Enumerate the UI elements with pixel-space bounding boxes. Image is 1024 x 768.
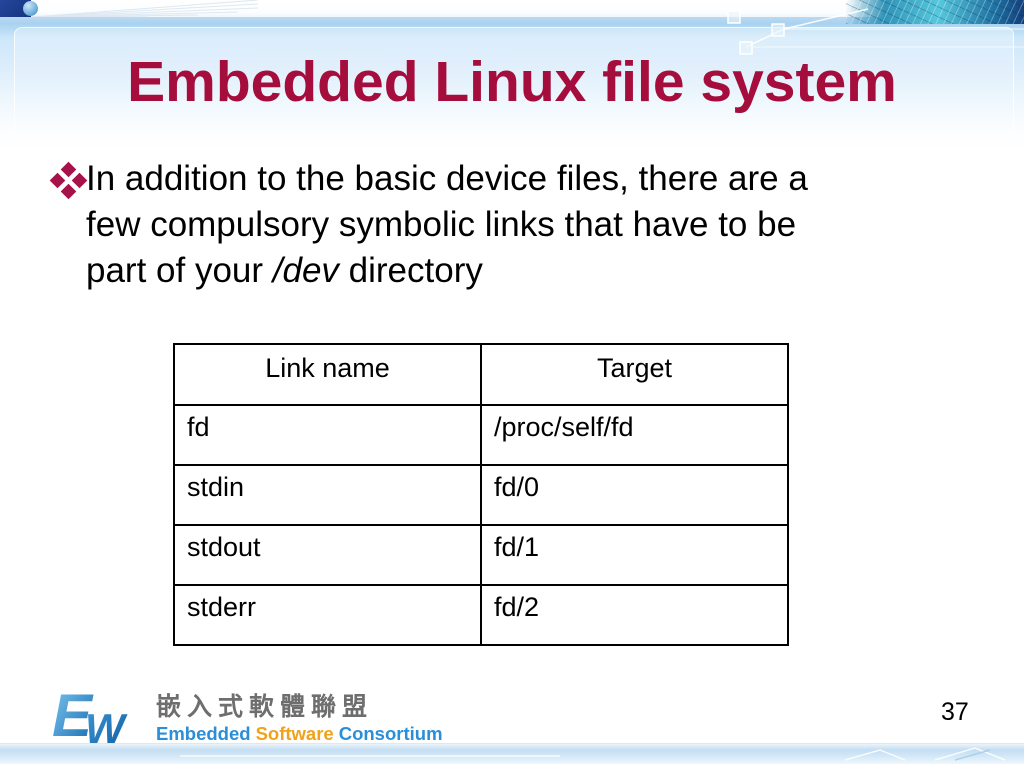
esc-logo-icon: E W	[52, 686, 128, 750]
bullet-text: In addition to the basic device files, t…	[86, 156, 808, 294]
bullet-item: In addition to the basic device files, t…	[49, 156, 808, 294]
circuit-photo-decoration	[846, 0, 1024, 24]
circuit-trace-icon	[727, 8, 1024, 55]
table-cell: stderr	[173, 584, 482, 646]
table-header-row: Link name Target	[173, 343, 789, 406]
table-cell: stdout	[173, 524, 482, 586]
dev-path-italic: /dev	[272, 251, 339, 290]
page-title: Embedded Linux file system	[127, 50, 897, 114]
table-cell: fd	[173, 404, 482, 466]
table-cell: fd/0	[480, 464, 789, 526]
diamond-bullet-icon	[49, 161, 88, 200]
bullet-line: part of your /dev directory	[86, 251, 483, 290]
table-row: fd/proc/self/fd	[173, 404, 789, 466]
table-cell: stdin	[173, 464, 482, 526]
bottom-band-lines-icon	[180, 747, 1006, 761]
slide-header: Embedded Linux file system	[0, 0, 1024, 150]
table-cell: /proc/self/fd	[480, 404, 789, 466]
svg-text:E: E	[52, 686, 94, 749]
column-header-target: Target	[480, 343, 789, 406]
page-number: 37	[941, 698, 969, 726]
fan-rays-icon	[31, 0, 258, 18]
bullet-line: few compulsory symbolic links that have …	[86, 205, 797, 244]
column-header-link-name: Link name	[173, 343, 482, 406]
table-cell: fd/2	[480, 584, 789, 646]
bullet-line: In addition to the basic device files, t…	[86, 159, 808, 198]
navy-corner-decoration	[0, 0, 38, 17]
table-cell: fd/1	[480, 524, 789, 586]
logo-chinese-name: 嵌入式軟體聯盟	[156, 693, 374, 721]
bottom-decoration-band	[0, 743, 1024, 764]
svg-text:W: W	[85, 705, 128, 750]
header-panel	[14, 27, 1014, 137]
